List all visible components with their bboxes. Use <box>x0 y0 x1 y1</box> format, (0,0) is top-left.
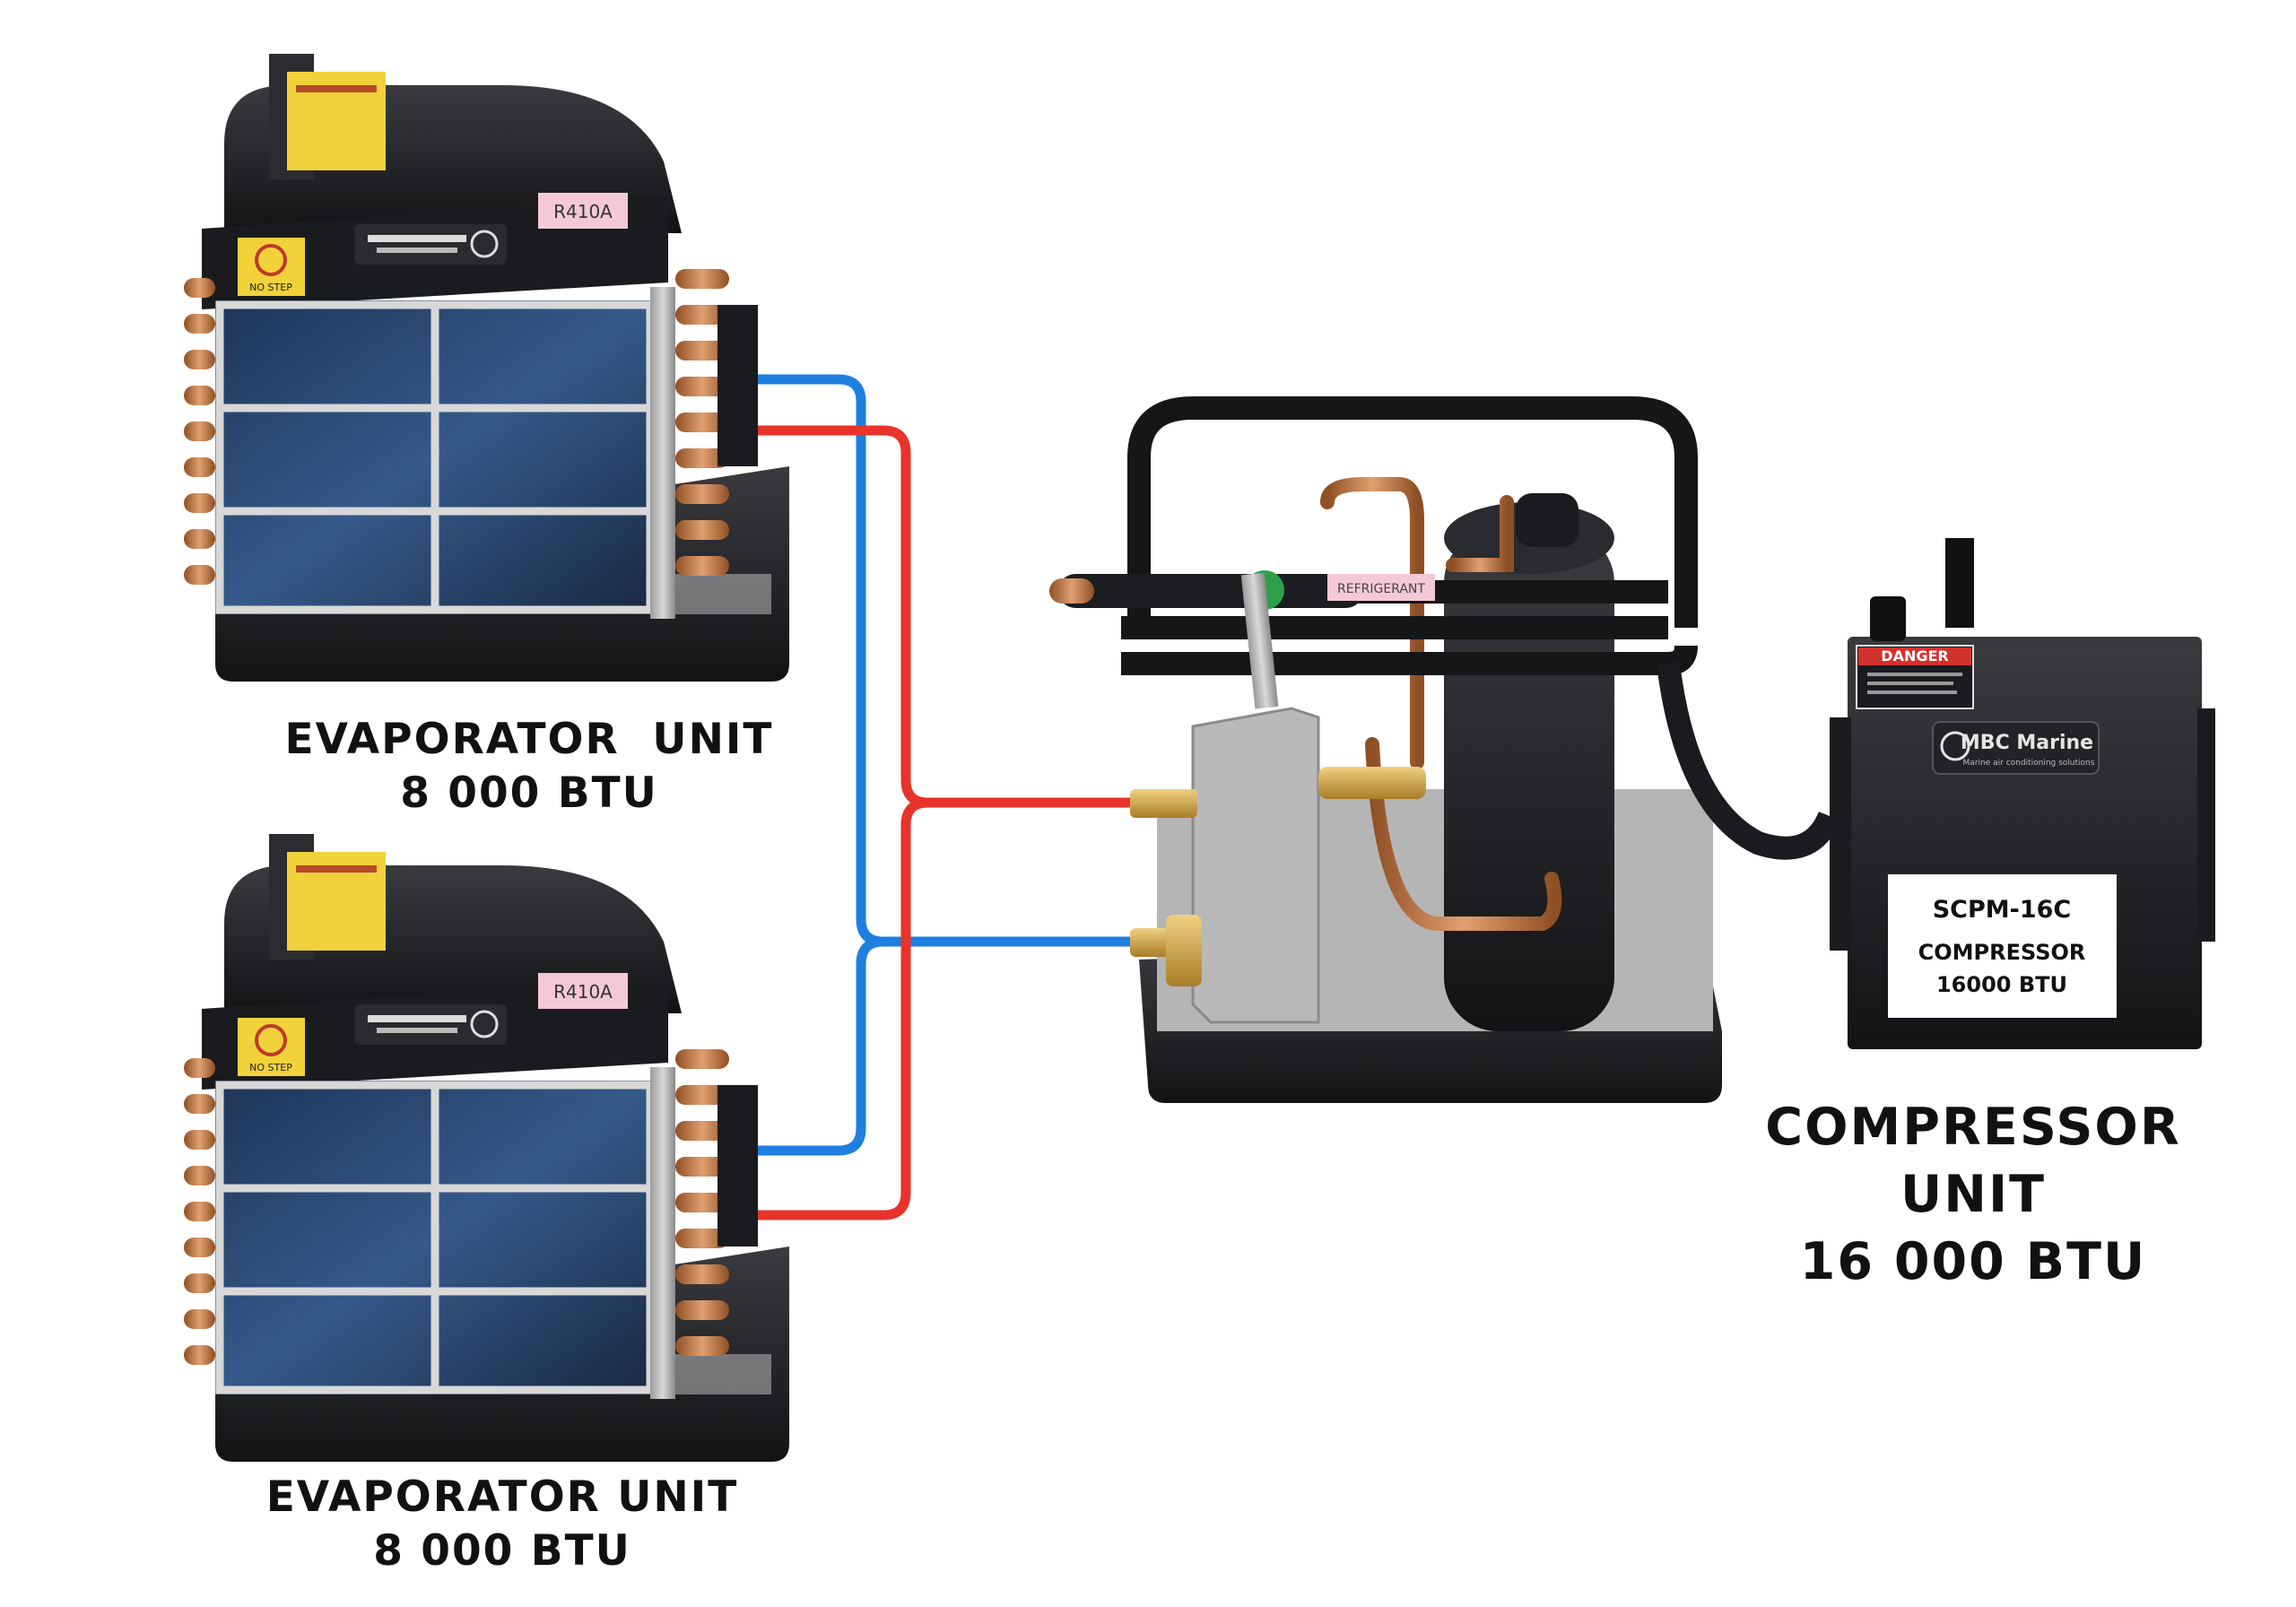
brand-logo: MBC Marine Marine air conditioning solut… <box>1932 721 2100 775</box>
svg-text:R410A: R410A <box>553 201 613 222</box>
model-type: COMPRESSOR <box>1918 940 2086 965</box>
copper-return-bends-right <box>675 1049 729 1356</box>
pipe-stub <box>1049 578 1094 604</box>
sticker-stripe <box>296 865 377 873</box>
model-capacity: 16000 BTU <box>1936 972 2067 997</box>
cable-gland <box>1870 596 1906 641</box>
no-step-badge: NO STEP <box>238 238 305 296</box>
model-panel: SCPM-16C COMPRESSOR 16000 BTU <box>1888 874 2117 1018</box>
brand-logo <box>354 1004 507 1045</box>
compressor-subtitle: UNIT <box>1900 1165 2047 1224</box>
evaporator-bottom-capacity: 8 000 BTU <box>373 1526 631 1576</box>
evaporator-bottom-title: EVAPORATOR UNIT <box>265 1472 739 1522</box>
evaporator-top-label: EVAPORATOR UNIT 8 000 BTU <box>269 713 789 821</box>
copper-return-bends-right <box>675 269 729 576</box>
svg-text:R410A: R410A <box>553 981 613 1003</box>
accumulator-tube <box>1058 574 1363 608</box>
clamp-strap <box>1240 572 1279 709</box>
no-step-badge: NO STEP <box>238 1018 305 1076</box>
svg-text:NO STEP: NO STEP <box>249 282 292 293</box>
terminal-cap <box>1516 493 1578 547</box>
refrigerant-lines <box>730 374 1140 1220</box>
coil-side-frame <box>650 287 675 619</box>
svg-text:REFRIGERANT: REFRIGERANT <box>1337 582 1425 596</box>
fitting-block <box>718 1085 758 1247</box>
refrigerant-tag: R410A <box>538 973 628 1009</box>
hot-line-bottom <box>730 797 934 1220</box>
service-valve-hot <box>1130 767 1426 818</box>
compressor-title: COMPRESSOR <box>1765 1098 2181 1157</box>
evaporator-unit-top: R410A NO STEP <box>184 54 789 682</box>
coil-side-frame <box>650 1067 675 1399</box>
copper-return-bends-left <box>184 1058 215 1365</box>
copper-return-bends-left <box>184 278 215 585</box>
fitting-block <box>718 305 758 466</box>
hot-line-top <box>730 425 1140 808</box>
evaporator-unit-bottom: R410A NO STEP <box>184 834 789 1462</box>
refrigerant-label: REFRIGERANT <box>1327 574 1435 601</box>
cold-line-top <box>730 374 1140 947</box>
compressor-unit: REFRIGERANT <box>1049 396 1841 1103</box>
model-code: SCPM-16C <box>1933 896 2072 924</box>
evaporator-bottom-label: EVAPORATOR UNIT 8 000 BTU <box>233 1471 771 1578</box>
refrigerant-tag: R410A <box>538 193 628 229</box>
compressor-label: COMPRESSOR UNIT 16 000 BTU <box>1740 1094 2206 1296</box>
evaporator-top-title: EVAPORATOR UNIT <box>284 715 774 764</box>
mount-flange-right <box>2197 708 2215 942</box>
svg-text:DANGER: DANGER <box>1881 647 1948 665</box>
brand-logo <box>354 224 507 265</box>
danger-sticker: DANGER <box>1856 645 1974 709</box>
control-box: DANGER MBC Marine Marine air conditionin… <box>1830 538 2215 1049</box>
service-valve-cold <box>1130 915 1202 986</box>
svg-text:Marine air conditioning soluti: Marine air conditioning solutions <box>1963 759 2095 768</box>
mount-flange-left <box>1830 717 1851 951</box>
cold-line-bottom <box>730 936 889 1156</box>
power-cable <box>1657 662 1841 860</box>
svg-text:MBC Marine: MBC Marine <box>1961 732 2093 754</box>
compressor-body <box>1444 529 1614 1031</box>
evaporator-top-capacity: 8 000 BTU <box>400 769 658 818</box>
valve-bracket <box>1191 707 1320 1024</box>
sticker-stripe <box>296 85 377 92</box>
compressor-capacity: 16 000 BTU <box>1799 1232 2147 1291</box>
svg-text:NO STEP: NO STEP <box>249 1062 292 1073</box>
